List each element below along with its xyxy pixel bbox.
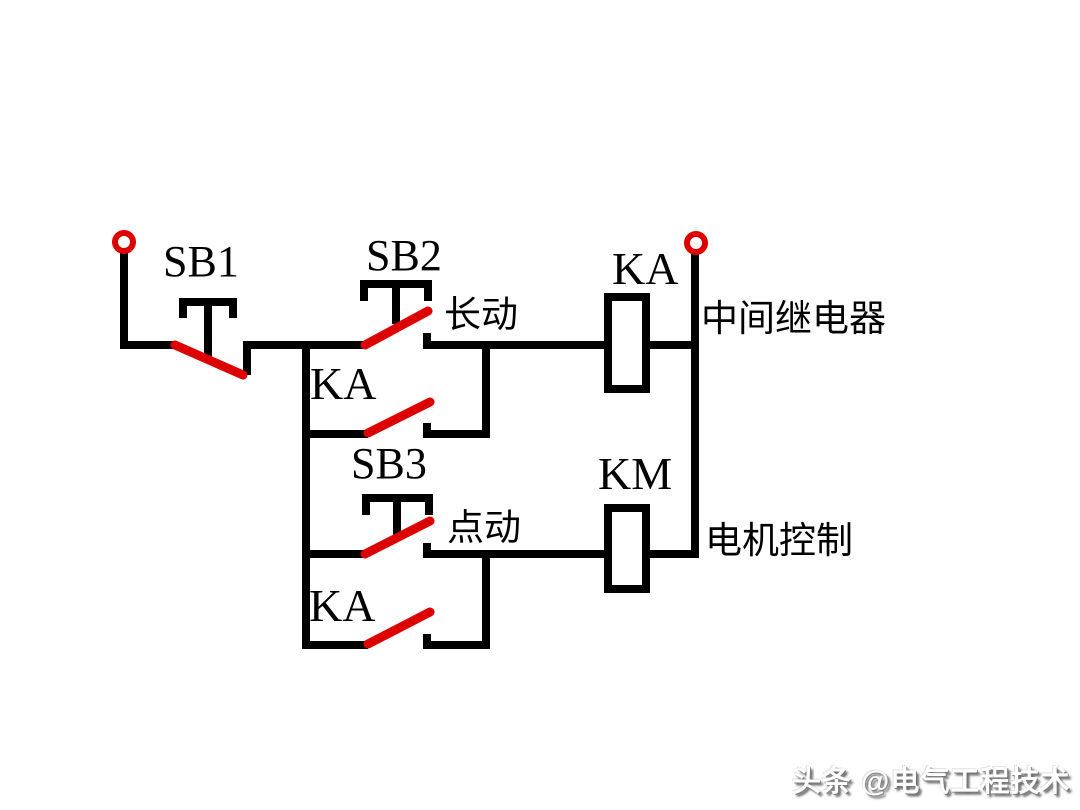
mode-jog-label: 点动 [447, 508, 521, 549]
sb3-actuator [362, 494, 433, 536]
ka1-right-bypass-wire [423, 341, 490, 438]
annotation-labels: 长动 点动 中间继电器 电机控制 [444, 295, 886, 562]
sb1-actuator [179, 298, 237, 358]
sb1-contact-blade [170, 340, 248, 380]
mode-continuous-label: 长动 [444, 295, 518, 336]
ka-coil-label: KA [612, 243, 678, 294]
right-terminal [684, 231, 708, 255]
sb2-actuator [360, 280, 432, 324]
sb2-right-wire [423, 333, 608, 349]
sb2-label: SB2 [366, 231, 442, 280]
sb3-contact-blade [360, 516, 435, 559]
terminals [112, 230, 708, 255]
ka-contact1-label: KA [310, 358, 376, 409]
ka1-contact-blade [363, 397, 435, 438]
ka-contact2-label: KA [309, 580, 375, 631]
km-coil [604, 504, 650, 593]
watermark: 头条 @电气工程技术 [792, 766, 1071, 798]
motor-desc-label: 电机控制 [705, 520, 853, 562]
sb1-label: SB1 [163, 237, 239, 286]
wires [120, 250, 699, 649]
sb3-label: SB3 [351, 439, 427, 488]
contact-blades [170, 306, 435, 649]
km-coil-label: KM [598, 448, 672, 499]
sb1-fixed-stub-wire [243, 341, 364, 375]
left-terminal [112, 230, 136, 254]
ka-coil [604, 293, 650, 393]
left-rail-wire [120, 250, 177, 349]
relay-desc-label: 中间继电器 [701, 298, 886, 340]
right-rail-wire [645, 250, 699, 558]
junction-vertical-wire [302, 341, 368, 649]
sb3-right-wire [423, 543, 608, 558]
sb2-contact-blade [360, 306, 433, 350]
component-labels: SB1 SB2 KA SB3 KA KA KM [163, 231, 678, 631]
ka2-contact-blade [363, 607, 435, 649]
ka2-right-bypass-wire [423, 550, 490, 649]
